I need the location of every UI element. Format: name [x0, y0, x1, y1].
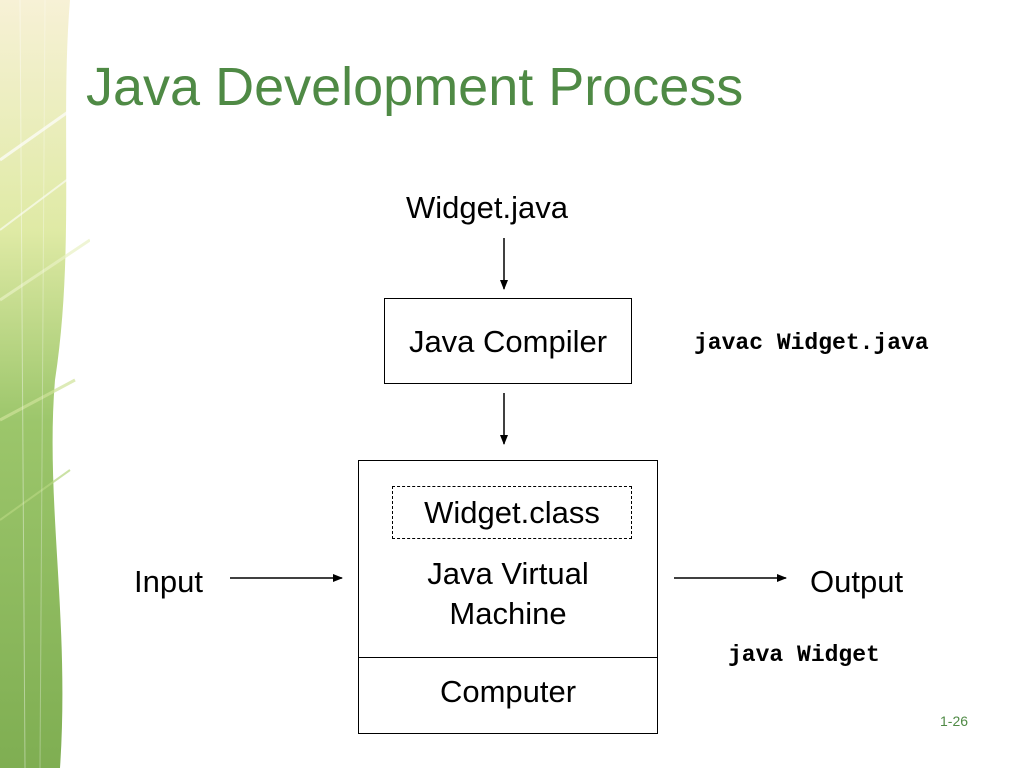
compile-command: javac Widget.java — [694, 330, 929, 356]
source-file-label: Widget.java — [406, 190, 568, 225]
output-label: Output — [810, 564, 904, 599]
jvm-label-line1: Java Virtual — [427, 556, 589, 591]
slide-title: Java Development Process — [86, 57, 744, 117]
side-decoration — [0, 0, 90, 768]
java-compiler-label: Java Compiler — [408, 324, 608, 359]
input-label: Input — [134, 564, 203, 599]
computer-box: Computer — [358, 657, 658, 734]
jvm-label-line2: Machine — [449, 596, 567, 631]
run-command: java Widget — [728, 642, 880, 668]
java-compiler-box: Java Compiler — [384, 298, 632, 384]
computer-label: Computer — [439, 674, 577, 709]
widget-class-box: Widget.class — [392, 486, 632, 539]
widget-class-label: Widget.class — [424, 495, 600, 530]
page-number: 1-26 — [940, 713, 969, 729]
